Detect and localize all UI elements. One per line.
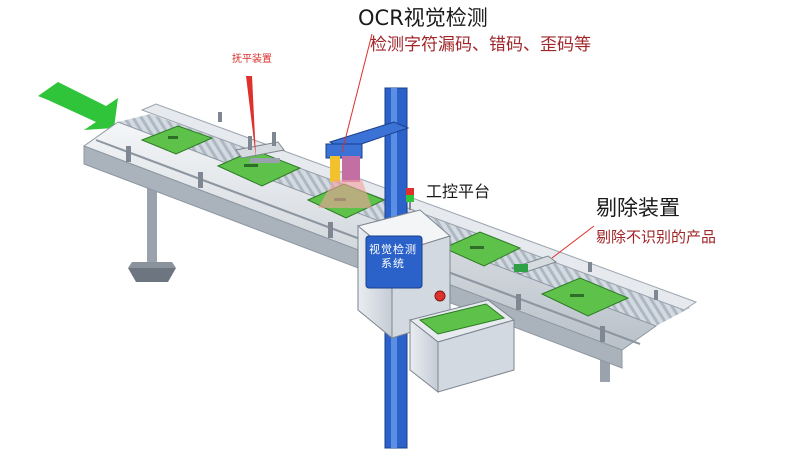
reject-device-subtitle: 剔除不识别的产品 <box>596 228 717 246</box>
rejection-pusher <box>510 255 558 275</box>
flattening-device <box>235 132 285 163</box>
reject-bin <box>408 299 516 394</box>
pointer-lines <box>341 33 595 259</box>
signal-light-icon <box>406 188 414 210</box>
cabinet-screen-text: 视觉检测系统 <box>369 243 417 270</box>
ocr-title: OCR视觉检测 <box>358 6 488 30</box>
control-platform-label: 工控平台 <box>426 182 491 201</box>
rail-brackets <box>126 112 658 342</box>
ocr-subtitle: 检测字符漏码、错码、歪码等 <box>370 35 591 55</box>
camera-light <box>318 180 372 208</box>
reject-device-title: 剔除装置 <box>596 196 680 220</box>
green-arrow-icon <box>38 82 118 130</box>
control-cabinet <box>356 209 452 340</box>
flatten-device-label: 抚平装置 <box>232 54 272 65</box>
flatten-pointer <box>246 76 256 158</box>
emergency-stop-icon <box>434 290 446 302</box>
